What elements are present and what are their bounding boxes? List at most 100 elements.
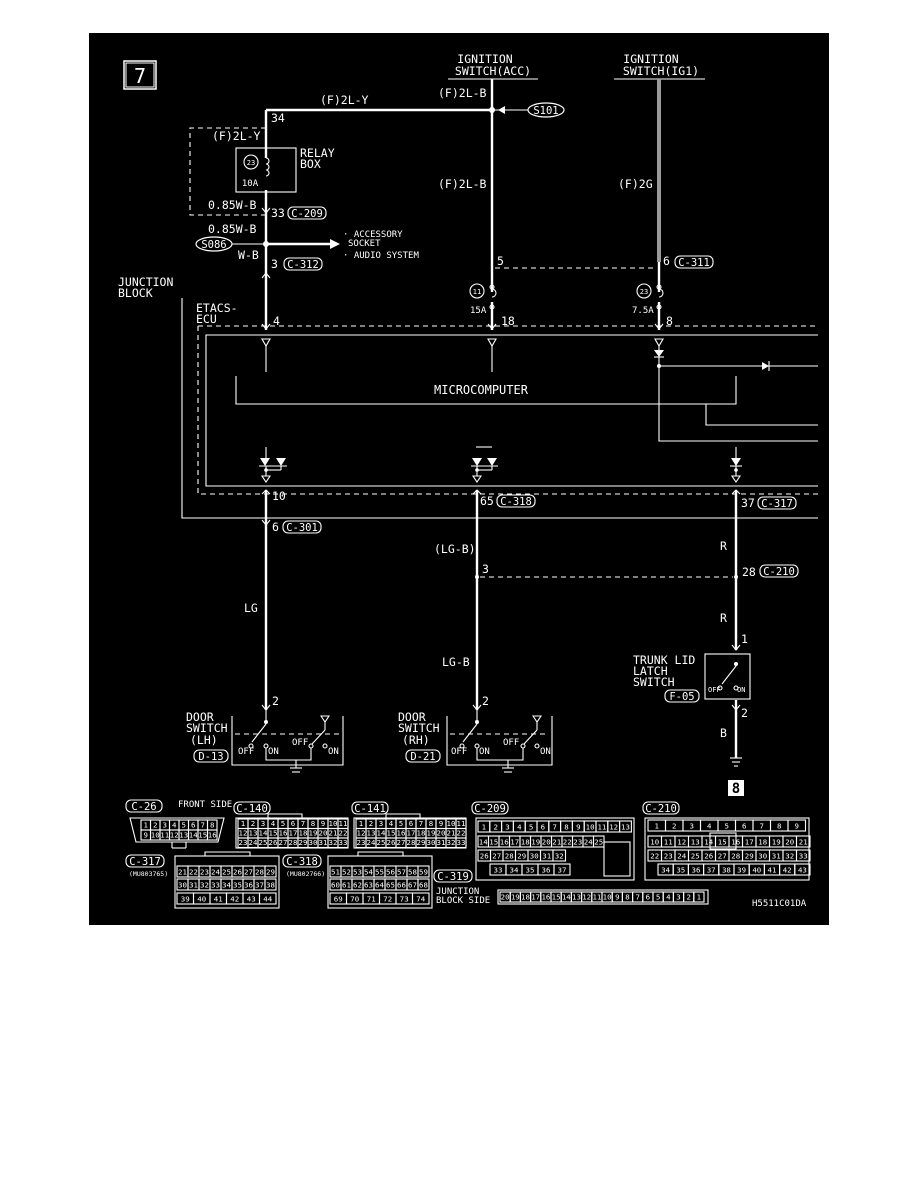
connector-pin-number: 27	[718, 852, 727, 861]
connector-pin-number: 15	[387, 829, 396, 838]
connector-pin-number: 9	[144, 831, 148, 840]
svg-text:TRUNK LID: TRUNK LID	[633, 653, 695, 667]
connector-pin-number: 21	[552, 838, 561, 847]
connector-pin-number: 17	[407, 829, 416, 838]
connector-pin-number: 3	[379, 819, 383, 828]
fuse-23: 23 7.5A	[632, 283, 664, 316]
svg-text:S086: S086	[201, 239, 226, 251]
connector-pin-number: 29	[517, 852, 526, 861]
connector-pin-number: 36	[542, 866, 551, 875]
connector-pin-number: 9	[321, 819, 325, 828]
svg-text:DOOR: DOOR	[398, 710, 426, 724]
connector-pin-number: 34	[510, 866, 519, 875]
connector-pin-number: 73	[400, 895, 409, 904]
connector-pin-number: 2	[672, 822, 676, 831]
connector-pin-number: 33	[494, 866, 503, 875]
connector-pin-number: 30	[427, 838, 436, 847]
connector-pin-number: 29	[745, 852, 754, 861]
svg-text:C-141: C-141	[354, 803, 386, 815]
svg-text:5: 5	[497, 254, 504, 268]
connector-pin-number: 12	[239, 829, 248, 838]
output-wires	[264, 490, 738, 758]
svg-text:1: 1	[741, 632, 748, 646]
page-number: 7	[134, 64, 146, 88]
connector-pin-number: 5	[182, 821, 186, 830]
connector-pin-number: 6	[191, 821, 195, 830]
svg-text:(F)2L-Y: (F)2L-Y	[212, 129, 261, 143]
svg-text:SWITCH: SWITCH	[633, 675, 675, 689]
connector-pin-number: 64	[375, 881, 384, 890]
connector-pin-number: 11	[592, 893, 601, 902]
connector-pin-number: 35	[676, 866, 685, 875]
connector-pin-number: 16	[208, 831, 217, 840]
connector-pin-number: 10	[586, 823, 595, 832]
svg-text:2: 2	[741, 706, 748, 720]
connector-pin-number: 55	[375, 868, 384, 877]
connector-pin-number: 15	[489, 838, 498, 847]
diode-group-rh	[471, 446, 498, 483]
next-page-badge: 8	[728, 780, 744, 797]
door-switch-rh: OFF ON OFF ON DOOR SWITCH (RH) D-21	[398, 710, 553, 773]
connector-pin-number: 5	[725, 822, 729, 831]
connector-pin-number: 5	[281, 819, 285, 828]
svg-text:BLOCK: BLOCK	[118, 286, 153, 300]
connector-pin-number: 18	[758, 838, 767, 847]
svg-text:D-21: D-21	[410, 751, 435, 763]
wire-labels: (F)2L-Y (F)2L-B (F)2L-Y (F)2L-B (F)2G 0.…	[208, 86, 727, 740]
fuse-11: 11 15A	[469, 283, 497, 316]
svg-text:8: 8	[666, 314, 673, 328]
connector-pin-number: 41	[768, 866, 777, 875]
etacs-ecu: ETACS- ECU	[196, 301, 818, 495]
connector-pin-number: 18	[521, 838, 530, 847]
connector-pin-number: 19	[772, 838, 781, 847]
connector-pin-number: 10	[151, 831, 160, 840]
page-number-badge: 7	[123, 60, 157, 90]
connector-pin-number: 40	[752, 866, 761, 875]
connector-pin-number: 36	[244, 881, 253, 890]
connector-pin-number: 58	[408, 868, 417, 877]
connector-pin-number: 24	[677, 852, 686, 861]
svg-text:ON: ON	[328, 747, 339, 757]
svg-text:(RH): (RH)	[402, 733, 430, 747]
svg-text:OFF: OFF	[503, 738, 519, 748]
svg-text:2: 2	[272, 694, 279, 708]
connector-pin-number: 20	[542, 838, 551, 847]
svg-text:R: R	[720, 539, 727, 553]
connector-pin-number: 35	[233, 881, 242, 890]
connector-pin-number: 8	[311, 819, 315, 828]
connector-pin-number: 7	[201, 821, 205, 830]
svg-text:33: 33	[271, 206, 285, 220]
connector-pin-number: 42	[783, 866, 792, 875]
connector-pin-number: 6	[646, 893, 650, 902]
connector-pin-number: 15	[718, 838, 727, 847]
svg-text:RELAY: RELAY	[300, 146, 335, 160]
svg-text:IGNITION: IGNITION	[457, 52, 512, 66]
connector-cell	[337, 837, 349, 849]
connector-cell	[795, 835, 811, 848]
svg-text:65: 65	[480, 494, 494, 508]
connector-pin-number: 13	[572, 893, 581, 902]
connector-pin-number: 24	[367, 838, 376, 847]
connector-pin-number: 3	[505, 823, 509, 832]
svg-text:SWITCH(IG1): SWITCH(IG1)	[623, 64, 699, 78]
svg-text:IGNITION: IGNITION	[623, 52, 678, 66]
connector-pin-number: 31	[437, 838, 446, 847]
connector-pin-number: 11	[339, 819, 348, 828]
connector-pin-number: 60	[331, 881, 340, 890]
svg-text:3: 3	[482, 562, 489, 576]
svg-text:C-26: C-26	[131, 801, 156, 813]
connector-pin-number: 8	[625, 893, 629, 902]
svg-text:BOX: BOX	[300, 157, 321, 171]
connector-pin-number: 4	[666, 893, 671, 902]
connector-pin-number: 67	[408, 881, 417, 890]
connector-pin-number: 3	[163, 821, 167, 830]
svg-text:· AUDIO SYSTEM: · AUDIO SYSTEM	[343, 251, 419, 261]
connector-pin-number: 4	[517, 823, 522, 832]
connector-pin-number: 43	[798, 866, 807, 875]
svg-text:ON: ON	[479, 747, 490, 757]
connector-pin-number: 29	[266, 868, 275, 877]
connector-pin-number: 30	[178, 881, 187, 890]
